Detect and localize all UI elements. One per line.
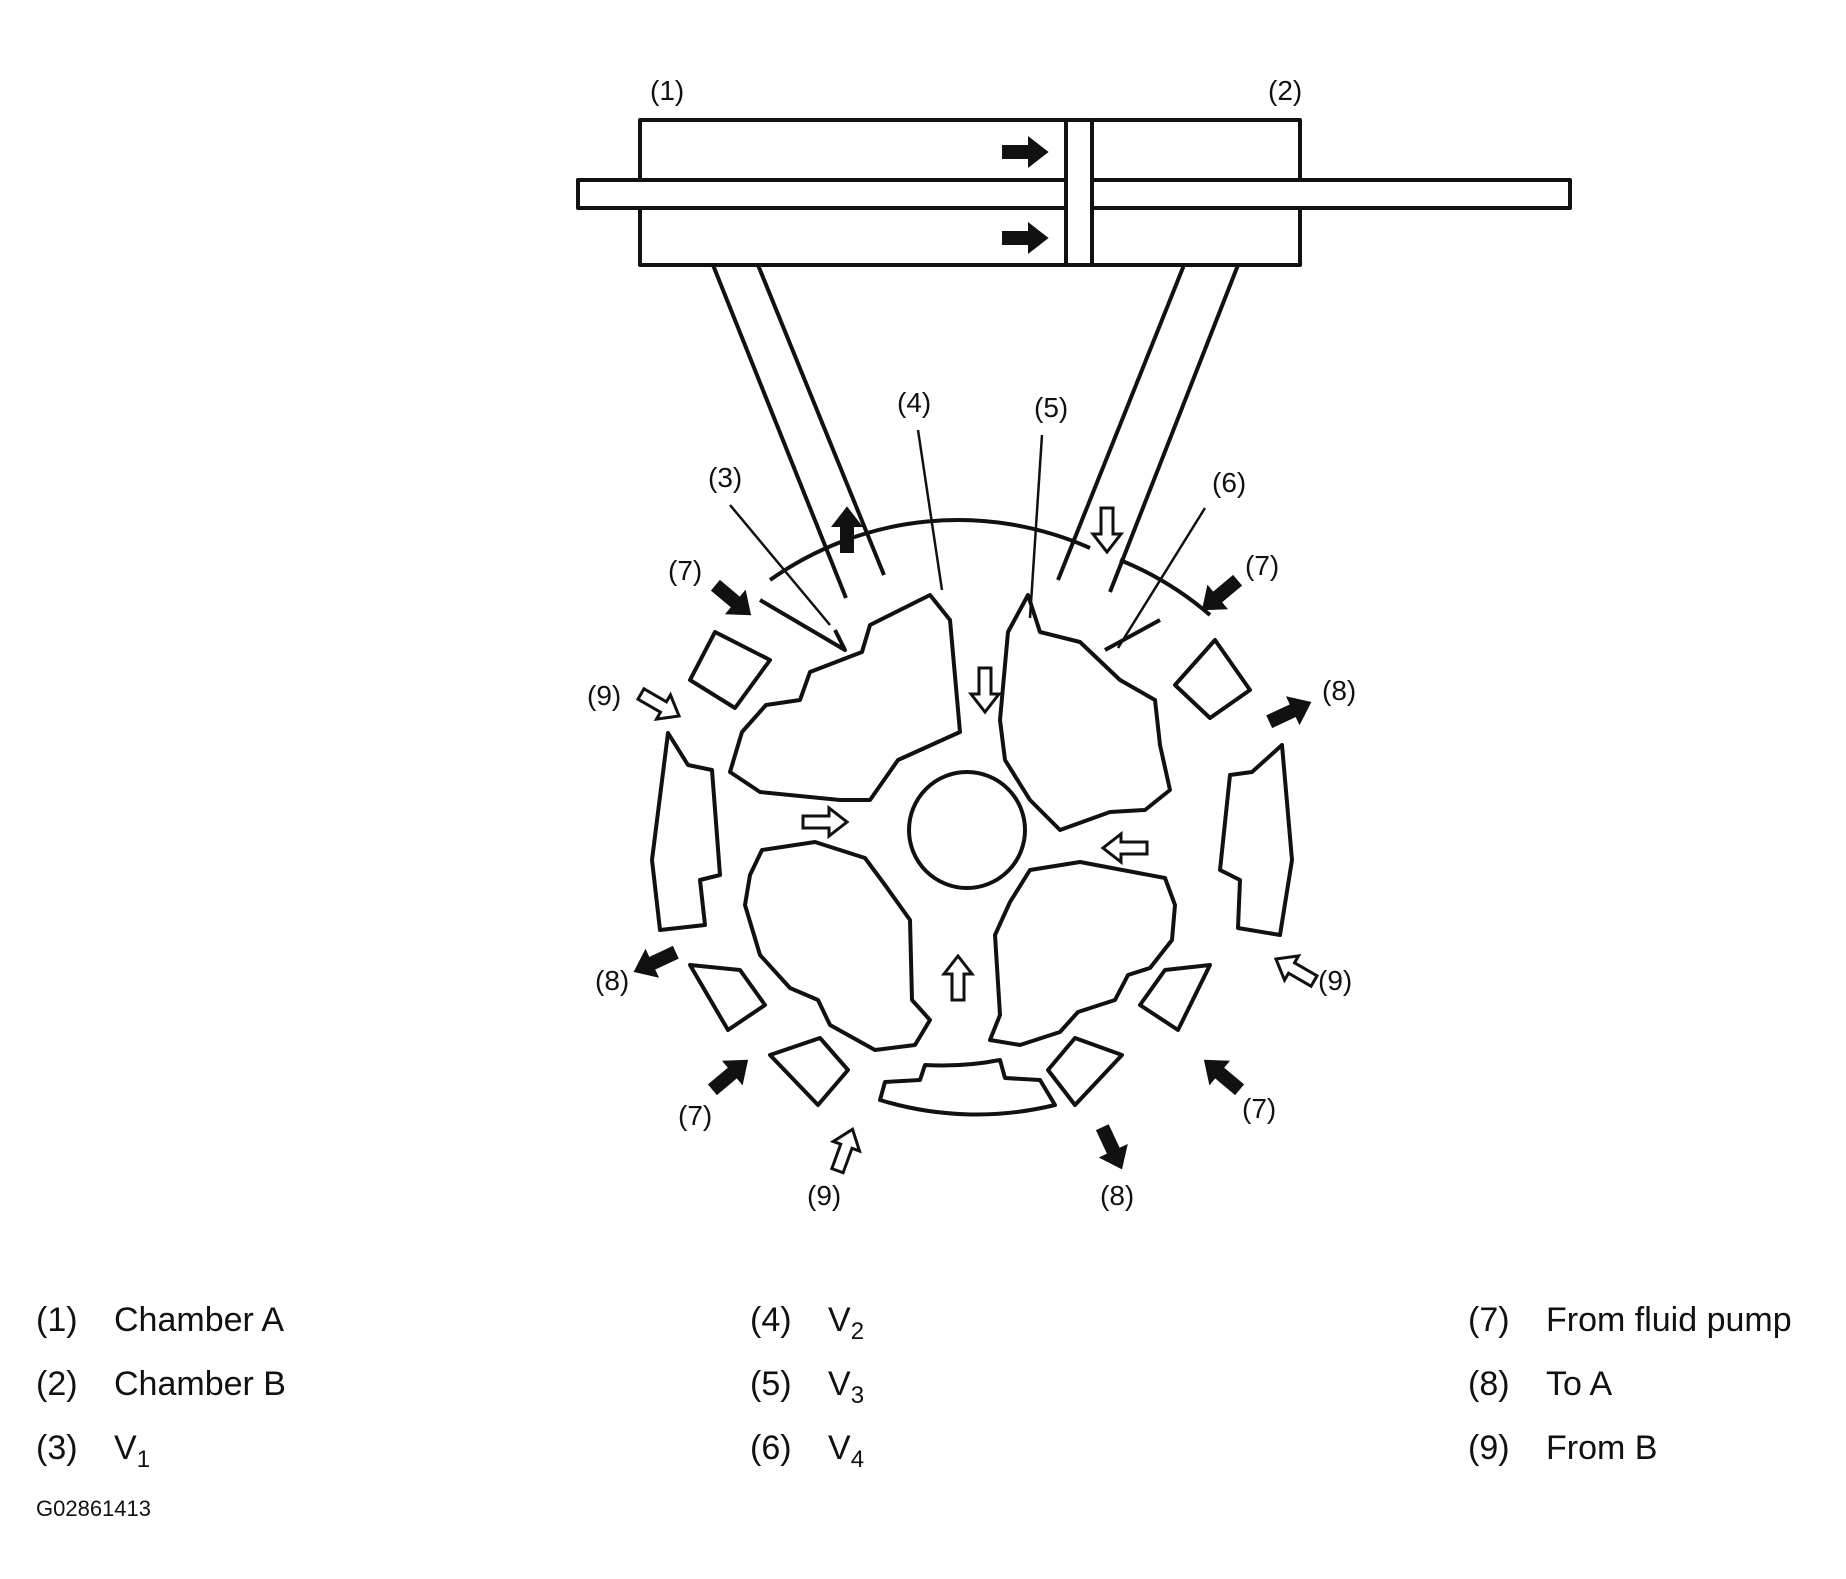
- callout-7: (7): [678, 1100, 712, 1131]
- solid-arrow-icon: [1089, 1121, 1135, 1175]
- callout-8: (8): [1322, 675, 1356, 706]
- rotary-valve-diagram: (1) (2) (3) (4) (5) (6) (7) (7) (7) (7) …: [576, 75, 1572, 1211]
- piston: [1064, 118, 1094, 267]
- hollow-arrow-icon: [1101, 832, 1149, 864]
- figure-code: G02861413: [36, 1496, 151, 1521]
- valve-rotor-right: [998, 593, 1172, 832]
- legend-item: (9)From B: [1468, 1429, 1658, 1467]
- solid-arrow-icon: [1195, 1049, 1249, 1101]
- solid-arrow-icon: [832, 507, 862, 553]
- legend-item: (2)Chamber B: [36, 1365, 286, 1403]
- callout-9: (9): [587, 680, 621, 711]
- callout-7: (7): [1245, 550, 1279, 581]
- legend-item: (4)V2: [750, 1301, 865, 1345]
- hollow-arrow-icon: [801, 806, 849, 838]
- callout-6: (6): [1212, 467, 1246, 498]
- legend-item: (3)V1: [36, 1429, 151, 1473]
- valve-rotor-right-lower: [988, 860, 1177, 1047]
- center-bore: [907, 770, 1027, 890]
- solid-arrow-icon: [628, 939, 682, 985]
- legend-item: (7)From fluid pump: [1468, 1301, 1792, 1339]
- legend-item: (1)Chamber A: [36, 1301, 285, 1339]
- valve-rotor-left-lower: [743, 840, 932, 1052]
- callout-8: (8): [1100, 1180, 1134, 1211]
- hollow-arrow-icon: [1091, 506, 1123, 554]
- hollow-arrow-icon: [822, 1123, 868, 1177]
- solid-arrow-icon: [706, 574, 760, 626]
- callout-8: (8): [595, 965, 629, 996]
- leader-lines: [729, 429, 1207, 649]
- callout-7: (7): [668, 555, 702, 586]
- legend-item: (5)V3: [750, 1365, 865, 1409]
- solid-arrow-icon: [1193, 569, 1247, 621]
- hollow-arrow-icon: [632, 680, 688, 730]
- solid-arrow-icon: [703, 1049, 757, 1101]
- callout-7: (7): [1242, 1093, 1276, 1124]
- fluid-line-chamber-b: [1056, 264, 1240, 593]
- hollow-arrow-icon: [942, 954, 974, 1002]
- callout-5: (5): [1034, 392, 1068, 423]
- callout-4: (4): [897, 387, 931, 418]
- hollow-arrow-icon: [1267, 945, 1323, 995]
- callout-9: (9): [807, 1180, 841, 1211]
- callout-9: (9): [1318, 965, 1352, 996]
- callouts: (1) (2) (3) (4) (5) (6) (7) (7) (7) (7) …: [587, 75, 1356, 1211]
- fluid-line-chamber-a: [711, 264, 886, 599]
- callout-3: (3): [708, 462, 742, 493]
- callout-2: (2): [1268, 75, 1302, 106]
- callout-1: (1): [650, 75, 684, 106]
- legend-item: (6)V4: [750, 1429, 865, 1473]
- hollow-arrow-icon: [969, 666, 1001, 714]
- solid-arrow-icon: [1263, 689, 1317, 735]
- valve-rotor: [728, 593, 962, 802]
- legend-item: (8)To A: [1468, 1365, 1613, 1403]
- flow-arrows: [628, 137, 1323, 1177]
